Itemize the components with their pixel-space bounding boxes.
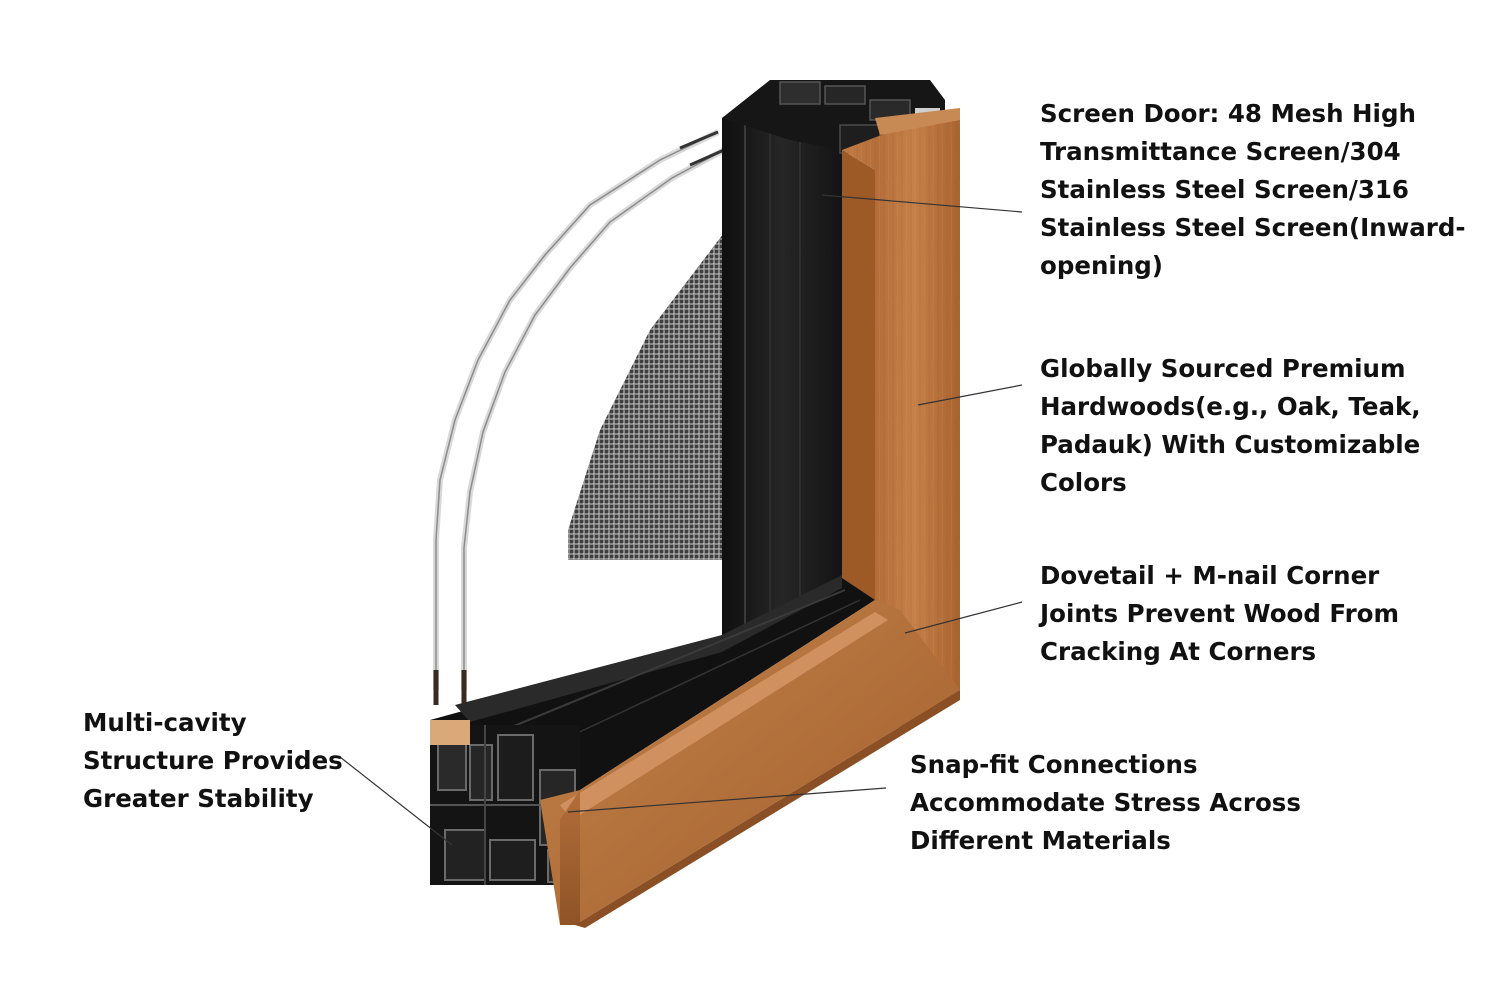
callout-line: Multi-cavity [83, 708, 247, 737]
callout-line: Screen Door: 48 Mesh High [1040, 99, 1416, 128]
leader-snap-fit [567, 787, 887, 813]
sill-edge-line [479, 589, 846, 741]
leader-multi-cavity [339, 756, 453, 846]
callout-line: Structure Provides [83, 746, 343, 775]
glass-pane-inner [461, 147, 726, 690]
callout-dovetail-joints: Dovetail + M-nail Corner Joints Prevent … [1040, 557, 1399, 671]
callout-line: Snap-fit Connections [910, 750, 1198, 779]
aluminum-bottom-sill-highlight [455, 575, 842, 722]
callout-multi-cavity: Multi-cavity Structure Provides Greater … [83, 704, 343, 818]
aluminum-vertical-profile [722, 96, 842, 640]
leader-screen-door [821, 194, 1023, 213]
callout-line: Different Materials [910, 826, 1171, 855]
wood-frame-vertical [842, 108, 960, 735]
callout-hardwoods: Globally Sourced Premium Hardwoods(e.g.,… [1040, 350, 1421, 502]
callout-line: Globally Sourced Premium [1040, 354, 1406, 383]
callout-line: Greater Stability [83, 784, 314, 813]
leader-hardwoods [917, 384, 1023, 406]
glass-spacer [433, 130, 725, 705]
callout-screen-door: Screen Door: 48 Mesh High Transmittance … [1040, 95, 1466, 285]
callout-line: Padauk) With Customizable [1040, 430, 1421, 459]
wood-frame-horizontal [540, 600, 960, 928]
callout-line: Stainless Steel Screen/316 [1040, 175, 1409, 204]
leader-dovetail [904, 601, 1023, 634]
callout-line: Transmittance Screen/304 [1040, 137, 1401, 166]
glass-pane-outer [433, 129, 720, 690]
callout-line: opening) [1040, 251, 1164, 280]
callout-line: Colors [1040, 468, 1127, 497]
callout-line: Cracking At Corners [1040, 637, 1317, 666]
callout-line: Accommodate Stress Across [910, 788, 1301, 817]
callout-line: Hardwoods(e.g., Oak, Teak, [1040, 392, 1421, 421]
callout-snap-fit: Snap-fit Connections Accommodate Stress … [910, 746, 1301, 860]
leader-lines [339, 194, 1023, 846]
callout-line: Stainless Steel Screen(Inward- [1040, 213, 1466, 242]
callout-line: Dovetail + M-nail Corner [1040, 561, 1380, 590]
callout-line: Joints Prevent Wood From [1040, 599, 1400, 628]
